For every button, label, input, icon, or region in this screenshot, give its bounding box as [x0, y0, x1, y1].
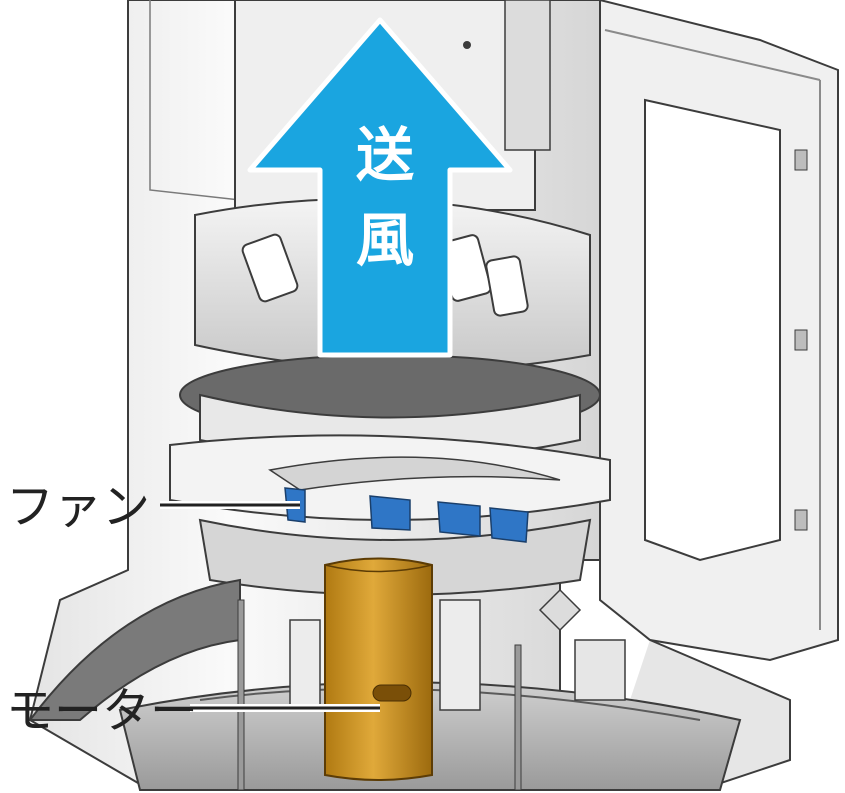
motor-body: [324, 557, 433, 781]
fan-callout: ファン: [6, 479, 300, 535]
airflow-label-char-1: 送: [356, 121, 414, 189]
airflow-arrow: 送 風: [247, 17, 513, 358]
handle-frame: [599, 0, 839, 791]
airflow-label-char-2: 風: [356, 206, 414, 274]
motor-label: モーター: [6, 683, 198, 739]
fan-label: ファン: [6, 479, 150, 535]
motor-callout: モーター: [6, 683, 380, 739]
impeller-housing: [169, 354, 611, 596]
